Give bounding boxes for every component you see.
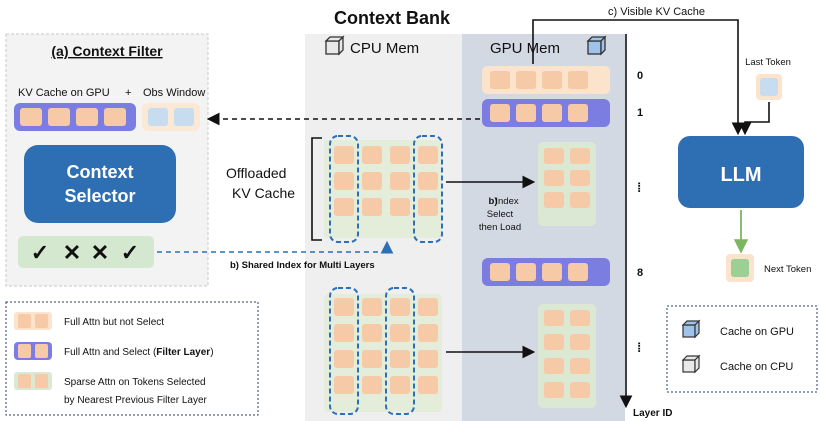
context-selector-line2: Selector [64, 186, 135, 206]
llm-box [678, 136, 804, 208]
next-token-label: Next Token [764, 264, 811, 275]
selection-marks-box [18, 236, 154, 268]
last-token-cell [760, 78, 778, 96]
token-cell [568, 71, 588, 89]
layer-tick-ellipsis: ⁞ [637, 180, 641, 195]
layer-tick-0: 0 [637, 70, 643, 82]
legend-cache-cpu: Cache on CPU [720, 361, 793, 373]
cross-icon: ✕ [63, 240, 81, 265]
legend-full-attn-select: Full Attn and Select (Filter Layer) [64, 347, 214, 358]
check-icon: ✓ [31, 240, 49, 265]
token-cell [542, 71, 562, 89]
token-cell [490, 71, 510, 89]
kv-cache-gpu-label: KV Cache on GPU [18, 87, 110, 99]
token-cell [490, 263, 510, 281]
token-cell [516, 71, 536, 89]
index-select-line1: Index [495, 196, 518, 207]
context-filter-title: (a) Context Filter [51, 43, 163, 59]
token-cell [568, 263, 588, 281]
token-cell [568, 104, 588, 122]
legend-full-attn-not-select: Full Attn but not Select [64, 317, 164, 328]
shared-index-arrow [157, 240, 394, 254]
visible-kv-arrow [532, 19, 745, 136]
index-select-bold: b) [489, 196, 498, 207]
selected-column-highlight [385, 287, 415, 415]
layer-id-label: Layer ID [633, 408, 672, 419]
gpu-loaded-tokens [544, 310, 590, 398]
token-cell [516, 104, 536, 122]
last-token-label: Last Token [745, 57, 791, 68]
legend-sparse-attn: Sparse Attn on Tokens Selected [64, 377, 206, 388]
shared-index-label: b) Shared Index for Multi Layers [230, 260, 375, 271]
token-cell [490, 104, 510, 122]
cube-icon [324, 35, 345, 56]
obs-token-cell [174, 108, 194, 126]
legend-right [666, 305, 818, 393]
cube-icon [681, 319, 701, 339]
obs-window-label: Obs Window [143, 87, 205, 99]
next-token-cell [731, 259, 749, 277]
index-select-line3: then Load [479, 222, 521, 233]
legend-cache-gpu: Cache on GPU [720, 326, 794, 338]
token-cell [20, 108, 42, 126]
layer-tick-ellipsis: ⁞ [637, 340, 641, 355]
obs-token-cell [148, 108, 168, 126]
token-cell [48, 108, 70, 126]
cpu-mem-label: CPU Mem [350, 40, 419, 57]
cube-icon [681, 354, 701, 374]
token-cell [542, 263, 562, 281]
layer-tick-8: 8 [637, 267, 643, 279]
offloaded-line2: KV Cache [232, 185, 295, 201]
layer-tick-1: 1 [637, 107, 643, 119]
context-selector-line1: Context [67, 162, 134, 182]
last-token-arrow [738, 102, 770, 136]
llm-label: LLM [720, 164, 761, 186]
check-icon: ✓ [121, 240, 139, 265]
context-bank-title: Context Bank [334, 8, 451, 28]
token-cell [542, 104, 562, 122]
token-cell [104, 108, 126, 126]
offloaded-bracket [311, 137, 322, 241]
visible-kv-label: c) Visible KV Cache [608, 6, 705, 18]
cpu-token-grid [334, 146, 438, 216]
selected-column-highlight [329, 135, 359, 243]
cube-icon [586, 35, 607, 56]
selected-column-highlight [329, 287, 359, 415]
cross-icon: ✕ [91, 240, 109, 265]
token-cell [516, 263, 536, 281]
legend-sparse-attn-line2: by Nearest Previous Filter Layer [64, 395, 208, 406]
cpu-token-grid [334, 298, 438, 394]
offloaded-line1: Offloaded [226, 165, 286, 181]
index-select-line2: Select [487, 209, 514, 220]
plus-label: + [125, 87, 131, 99]
token-cell [76, 108, 98, 126]
context-selector-box [24, 145, 176, 223]
selected-column-highlight [413, 135, 443, 243]
gpu-mem-label: GPU Mem [490, 40, 560, 57]
gpu-loaded-tokens [544, 148, 590, 208]
